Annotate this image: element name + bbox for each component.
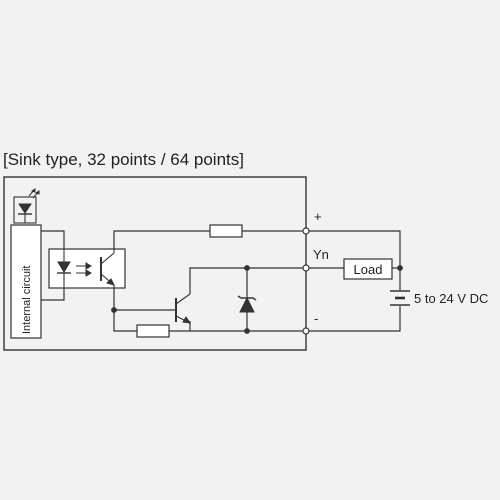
junction-dot	[244, 328, 250, 334]
terminal-minus-label: -	[314, 311, 318, 326]
zener-diode	[237, 268, 257, 331]
indicator-led-icon	[13, 188, 40, 224]
output-transistor	[114, 267, 306, 324]
battery-icon	[390, 290, 410, 306]
wire-top-rail-left	[113, 230, 210, 249]
terminal-plus	[302, 227, 310, 235]
supply-label: 5 to 24 V DC	[414, 291, 488, 306]
load-label: Load	[354, 262, 383, 277]
wire-base-resistor	[113, 288, 137, 332]
wire-led-top	[41, 230, 65, 249]
internal-circuit-box	[10, 224, 42, 339]
terminal-minus	[302, 327, 310, 335]
terminal-yn-label: Yn	[313, 247, 329, 262]
terminal-yn	[302, 264, 310, 272]
module-outline	[3, 176, 307, 351]
resistor-top	[209, 224, 243, 238]
resistor-base	[136, 324, 170, 338]
wire-ext-top	[309, 230, 401, 268]
junction-dot	[111, 307, 117, 313]
photocoupler	[48, 248, 126, 289]
junction-dot	[244, 265, 250, 271]
wire-ext-bottom	[309, 306, 401, 332]
terminal-plus-label: +	[314, 209, 322, 224]
internal-circuit-label: Internal circuit	[21, 266, 33, 334]
diagram-title: [Sink type, 32 points / 64 points]	[3, 150, 244, 169]
wire-led-bottom	[41, 288, 65, 301]
load-box	[343, 258, 393, 280]
